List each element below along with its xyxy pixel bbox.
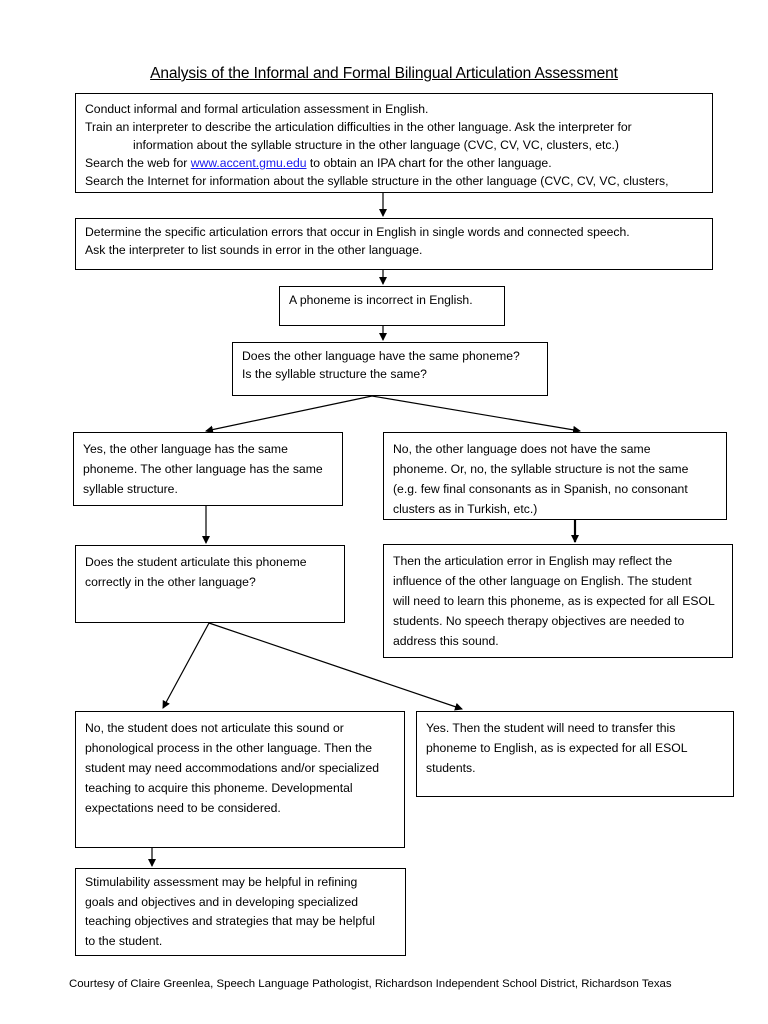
arrow-decision2-to-yes-student bbox=[208, 622, 463, 711]
decision2-line2: correctly in the other language? bbox=[85, 575, 256, 589]
yes-student-box: Yes. Then the student will need to trans… bbox=[416, 711, 734, 797]
step1-box: Conduct informal and formal articulation… bbox=[75, 93, 713, 193]
esol-influence-line5: address this sound. bbox=[393, 634, 499, 648]
no-student-box: No, the student does not articulate this… bbox=[75, 711, 405, 848]
step1-line1: Conduct informal and formal articulation… bbox=[85, 102, 429, 116]
step3-box: A phoneme is incorrect in English. bbox=[279, 286, 505, 326]
step2-line2: Ask the interpreter to list sounds in er… bbox=[85, 243, 423, 257]
arrow-decision1-to-no bbox=[371, 395, 581, 434]
step1-line4-before: Search the web for bbox=[85, 156, 191, 170]
no-different-line2: phoneme. Or, no, the syllable structure … bbox=[393, 462, 689, 476]
yes-same-line3: syllable structure. bbox=[83, 482, 178, 496]
stimulability-line2: goals and objectives and in developing s… bbox=[85, 894, 359, 909]
ipa-chart-link[interactable]: www.accent.gmu.edu bbox=[190, 156, 307, 170]
stimulability-line1: Stimulability assessment may be helpful … bbox=[85, 875, 358, 889]
no-student-line1: No, the student does not articulate this… bbox=[85, 721, 344, 735]
decision1-box: Does the other language have the same ph… bbox=[232, 342, 548, 396]
no-student-line3: student may need accommodations and/or s… bbox=[85, 761, 380, 775]
stimulability-line3: teaching objectives and strategies that … bbox=[85, 914, 375, 928]
page-title: Analysis of the Informal and Formal Bili… bbox=[150, 65, 618, 82]
yes-student-line3: students. bbox=[426, 761, 476, 775]
step1-line2: Train an interpreter to describe the art… bbox=[85, 120, 632, 134]
esol-influence-line3: will need to learn this phoneme, as is e… bbox=[393, 594, 715, 608]
stimulability-box: Stimulability assessment may be helpful … bbox=[75, 868, 406, 956]
arrow-decision1-to-yes bbox=[205, 395, 373, 434]
no-student-line5: expectations need to be considered. bbox=[85, 801, 281, 815]
step2-box: Determine the specific articulation erro… bbox=[75, 218, 713, 270]
no-different-line1: No, the other language does not have the… bbox=[393, 442, 651, 456]
stimulability-line4: to the student. bbox=[85, 933, 163, 948]
step1-line5: Search the Internet for information abou… bbox=[85, 174, 669, 188]
esol-influence-line2: influence of the other language on Engli… bbox=[393, 574, 692, 588]
yes-student-line1: Yes. Then the student will need to trans… bbox=[426, 721, 676, 735]
decision1-line2: Is the syllable structure the same? bbox=[242, 367, 427, 381]
no-different-line3: (e.g. few final consonants as in Spanish… bbox=[393, 482, 688, 496]
yes-same-line2: phoneme. The other language has the same bbox=[83, 462, 323, 476]
esol-influence-box: Then the articulation error in English m… bbox=[383, 544, 733, 658]
step2-line1: Determine the specific articulation erro… bbox=[85, 225, 630, 239]
yes-same-line1: Yes, the other language has the same bbox=[83, 442, 288, 456]
decision2-box: Does the student articulate this phoneme… bbox=[75, 545, 345, 623]
no-different-box: No, the other language does not have the… bbox=[383, 432, 727, 520]
yes-student-line2: phoneme to English, as is expected for a… bbox=[426, 741, 688, 755]
yes-same-box: Yes, the other language has the same pho… bbox=[73, 432, 343, 506]
step1-line4: Search the web for www.accent.gmu.edu to… bbox=[85, 154, 712, 172]
footer-credit: Courtesy of Claire Greenlea, Speech Lang… bbox=[69, 978, 672, 990]
decision1-line1: Does the other language have the same ph… bbox=[242, 349, 520, 363]
no-student-line2: phonological process in the other langua… bbox=[85, 741, 373, 755]
step3-text: A phoneme is incorrect in English. bbox=[289, 293, 473, 307]
decision2-line1: Does the student articulate this phoneme bbox=[85, 555, 307, 569]
no-different-line4: clusters as in Turkish, etc.) bbox=[393, 502, 538, 516]
arrow-decision2-to-no-student bbox=[162, 622, 210, 709]
esol-influence-line4: students. No speech therapy objectives a… bbox=[393, 614, 685, 628]
step1-line3: information about the syllable structure… bbox=[133, 138, 619, 152]
step1-line4-after: to obtain an IPA chart for the other lan… bbox=[306, 156, 552, 170]
no-student-line4: teaching to acquire this phoneme. Develo… bbox=[85, 781, 353, 795]
esol-influence-line1: Then the articulation error in English m… bbox=[393, 554, 673, 568]
